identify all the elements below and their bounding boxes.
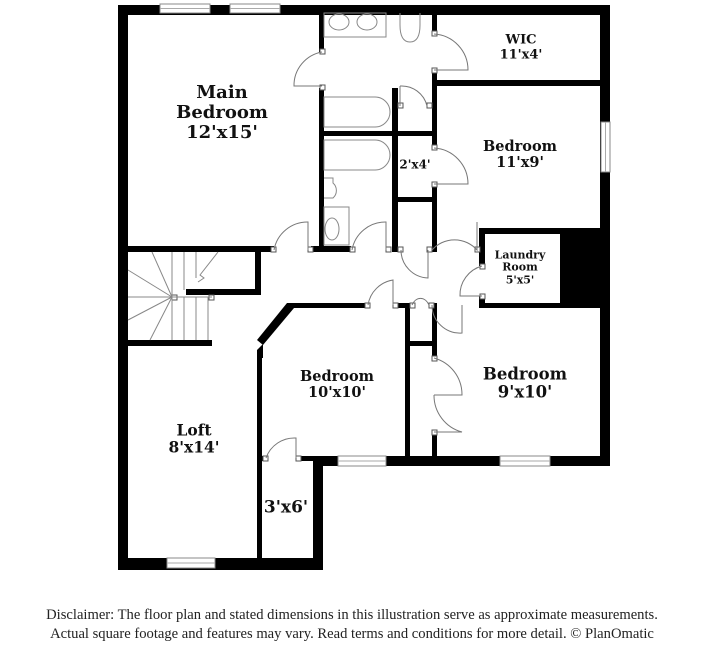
room-closet-3x6: 3'x6' [264, 498, 308, 517]
room-size: 11'x9' [496, 154, 544, 171]
room-bedroom-center: Bedroom 10'x10' [300, 367, 374, 401]
room-size: 2'x4' [399, 157, 431, 172]
interior-walls [124, 12, 604, 558]
room-name: Laundry [494, 248, 546, 262]
room-wic: WIC 11'x4' [500, 33, 543, 62]
floor-plan [118, 3, 611, 570]
room-size: 8'x14' [168, 438, 220, 457]
room-bedroom-ne: Bedroom 11'x9' [483, 137, 557, 171]
room-main-bedroom: Main Bedroom 12'x15' [176, 81, 268, 144]
room-size: 3'x6' [263, 497, 309, 518]
bathroom-fixtures [323, 12, 421, 246]
door-swings [265, 33, 483, 459]
room-name: Main [196, 81, 248, 103]
room-name: Loft [176, 420, 212, 440]
room-name: WIC [505, 32, 537, 48]
windows [159, 3, 611, 569]
staircase [127, 251, 219, 341]
room-bedroom-se: Bedroom 9'x10' [482, 364, 568, 403]
room-size: 12'x15' [186, 122, 258, 144]
room-size: 10'x10' [308, 384, 366, 401]
room-size: 11'x4' [499, 47, 543, 62]
disclaimer-line-2: Actual square footage and features may v… [50, 626, 654, 642]
room-size: 5'x5' [505, 273, 535, 287]
room-name: Bedroom [483, 137, 557, 155]
disclaimer-line-1: Disclaimer: The floor plan and stated di… [46, 607, 658, 623]
room-closet-2x4: 2'x4' [399, 157, 431, 172]
room-name: Room [502, 260, 538, 274]
room-name: Bedroom [176, 101, 268, 123]
room-loft: Loft 8'x14' [168, 420, 220, 457]
room-laundry: Laundry Room 5'x5' [494, 248, 546, 287]
room-size: 9'x10' [497, 383, 553, 402]
disclaimer: Disclaimer: The floor plan and stated di… [0, 606, 704, 644]
room-name: Bedroom [482, 364, 568, 384]
room-name: Bedroom [300, 367, 374, 385]
